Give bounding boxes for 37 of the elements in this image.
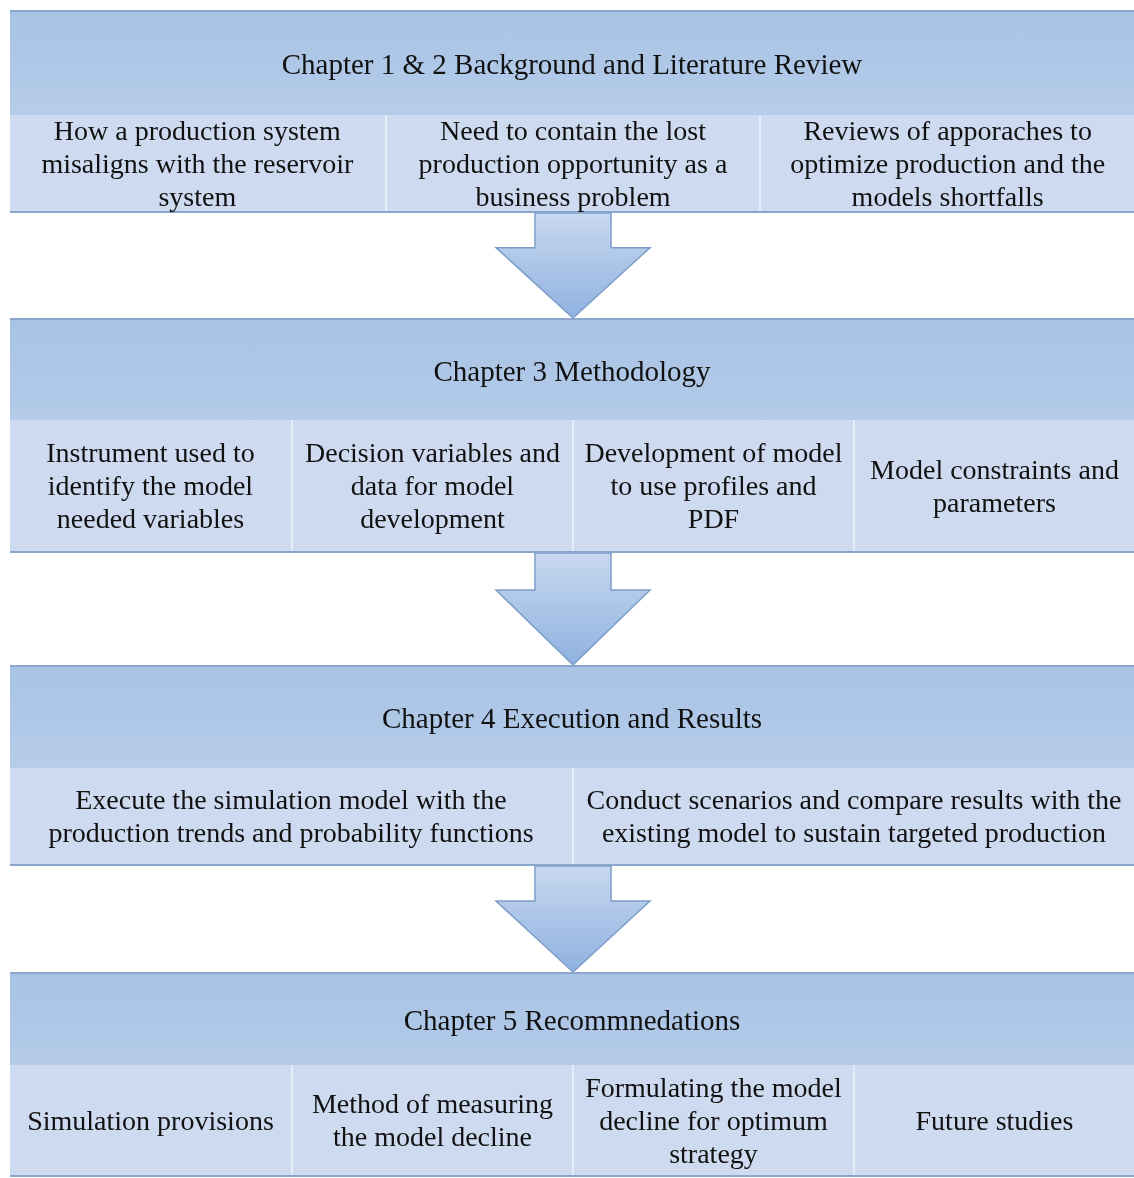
chapter-band [10, 972, 1134, 1177]
chapter-heading: Chapter 4 Execution and Results [381, 702, 763, 735]
topic-text: Execute the simulation model with the production trends and probability functions [47, 783, 535, 849]
topic-box [291, 1065, 572, 1175]
topic-text: Instrument used to identify the model needed variables [45, 436, 256, 535]
topic-box [572, 1065, 853, 1175]
chapter-heading: Chapter 5 Recommnedations [403, 1004, 741, 1037]
chapter-band [10, 318, 1134, 553]
chapter-heading: Chapter 1 & 2 Background and Literature Review [281, 48, 863, 81]
topic-text: Need to contain the lost production opportunity as a business problem [417, 113, 729, 213]
topic-box [384, 115, 760, 211]
topic-text: How a production system misaligns with the reservoir system [40, 113, 355, 213]
topic-text: Development of model to use profiles and PDF [583, 436, 844, 535]
topic-box [291, 420, 572, 551]
topic-text: Simulation provisions [26, 1103, 275, 1137]
topic-box [853, 420, 1134, 551]
topic-box [572, 768, 1134, 864]
block-arrow [494, 212, 652, 319]
topic-text: Reviews of apporaches to optimize production and the models shortfalls [789, 113, 1107, 213]
topic-text: Method of measuring the model decline [310, 1087, 555, 1153]
topic-text: Conduct scenarios and compare results with the existing model to sustain targeted production [585, 783, 1123, 849]
topic-text: Future studies [914, 1103, 1075, 1137]
chapter-band [10, 10, 1134, 213]
topic-box [10, 420, 291, 551]
topic-box [10, 768, 572, 864]
chapter-heading: Chapter 3 Methodology [433, 354, 711, 388]
topic-box [572, 420, 853, 551]
topic-box [759, 115, 1134, 211]
topic-text: Decision variables and data for model development [304, 436, 561, 535]
chapter-band [10, 665, 1134, 866]
topic-box [10, 115, 385, 211]
topic-text: Model constraints and parameters [869, 452, 1120, 519]
block-arrow [494, 865, 652, 974]
block-arrow [494, 552, 652, 667]
topic-box [853, 1065, 1134, 1175]
topic-text: Formulating the model decline for optimum strategy [584, 1070, 843, 1170]
topic-box [10, 1065, 291, 1175]
